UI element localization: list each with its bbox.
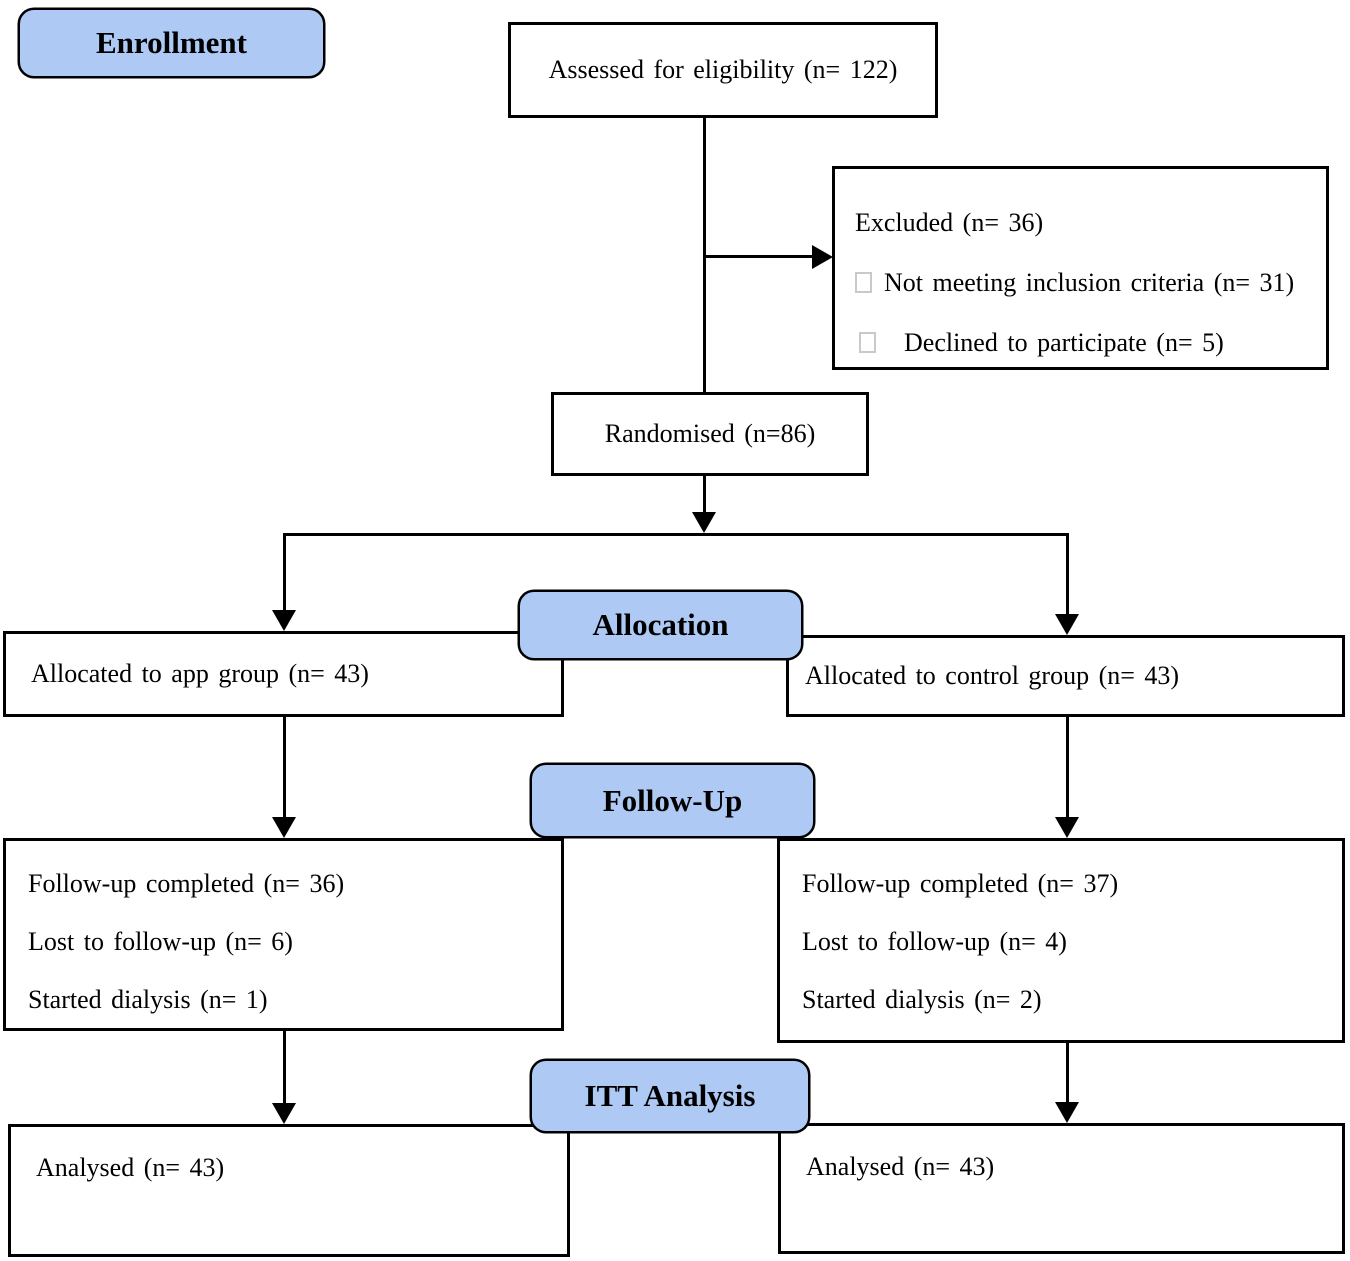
randomised-text: Randomised (n=86) — [604, 419, 816, 448]
excluded-reason-text: Declined to participate (n= 5) — [904, 328, 1224, 357]
excluded-reason-row: Declined to participate (n= 5) — [855, 313, 1316, 373]
flow-line-split-right — [1066, 533, 1069, 615]
excluded-box: Excluded (n= 36) Not meeting inclusion c… — [832, 166, 1329, 370]
arrow-right-icon — [812, 245, 833, 269]
analysed-app-group-text: Analysed (n= 43) — [36, 1153, 225, 1182]
followup-control-group-box: Follow-up completed (n= 37) Lost to foll… — [777, 838, 1345, 1043]
allocated-control-group-box: Allocated to control group (n= 43) — [786, 635, 1345, 717]
assessed-eligibility-box: Assessed for eligibility (n= 122) — [508, 22, 938, 118]
stage-label-allocation-text: Allocation — [592, 607, 729, 642]
assessed-eligibility-text: Assessed for eligibility (n= 122) — [548, 55, 898, 84]
followup-app-line: Lost to follow-up (n= 6) — [28, 927, 293, 956]
followup-app-line: Started dialysis (n= 1) — [28, 985, 268, 1014]
stage-label-allocation: Allocation — [518, 590, 803, 660]
stage-label-itt-analysis: ITT Analysis — [530, 1059, 810, 1133]
analysed-control-group-text: Analysed (n= 43) — [806, 1152, 995, 1181]
flow-line-randomised-split — [703, 476, 706, 514]
arrow-down-icon — [1055, 1102, 1079, 1123]
followup-control-line: Started dialysis (n= 2) — [802, 985, 1042, 1014]
checkbox-square-icon — [859, 332, 876, 353]
arrow-down-icon — [272, 610, 296, 631]
flow-line-split-left — [283, 533, 286, 611]
followup-app-line: Follow-up completed (n= 36) — [28, 869, 345, 898]
flow-line-to-excluded — [703, 255, 813, 258]
stage-label-enrollment: Enrollment — [18, 8, 325, 78]
allocated-app-group-box: Allocated to app group (n= 43) — [3, 631, 564, 717]
checkbox-square-icon — [855, 272, 872, 293]
stage-label-follow-up: Follow-Up — [530, 763, 815, 838]
followup-control-line: Lost to follow-up (n= 4) — [802, 927, 1067, 956]
analysed-control-group-box: Analysed (n= 43) — [778, 1123, 1345, 1254]
allocated-app-group-text: Allocated to app group (n= 43) — [31, 659, 369, 688]
flow-line-app-analysis — [283, 1031, 286, 1104]
stage-label-follow-up-text: Follow-Up — [602, 782, 743, 818]
excluded-reason-row: Not meeting inclusion criteria (n= 31) — [855, 253, 1316, 313]
randomised-box: Randomised (n=86) — [551, 392, 869, 476]
stage-label-enrollment-text: Enrollment — [96, 25, 247, 60]
split-connector-line — [283, 533, 1069, 536]
excluded-title: Excluded (n= 36) — [855, 208, 1044, 237]
stage-label-itt-analysis-text: ITT Analysis — [584, 1078, 756, 1113]
arrow-down-icon — [1055, 817, 1079, 838]
arrow-down-icon — [272, 1103, 296, 1124]
followup-control-line: Follow-up completed (n= 37) — [802, 869, 1119, 898]
followup-app-group-box: Follow-up completed (n= 36) Lost to foll… — [3, 838, 564, 1031]
arrow-down-icon — [1055, 614, 1079, 635]
excluded-reason-text: Not meeting inclusion criteria (n= 31) — [884, 268, 1295, 297]
arrow-down-icon — [692, 512, 716, 533]
flow-line-control-followup — [1066, 717, 1069, 818]
allocated-control-group-text: Allocated to control group (n= 43) — [805, 661, 1180, 690]
analysed-app-group-box: Analysed (n= 43) — [8, 1124, 570, 1257]
flow-line-app-followup — [283, 717, 286, 818]
flow-line-control-analysis — [1066, 1043, 1069, 1103]
arrow-down-icon — [272, 817, 296, 838]
